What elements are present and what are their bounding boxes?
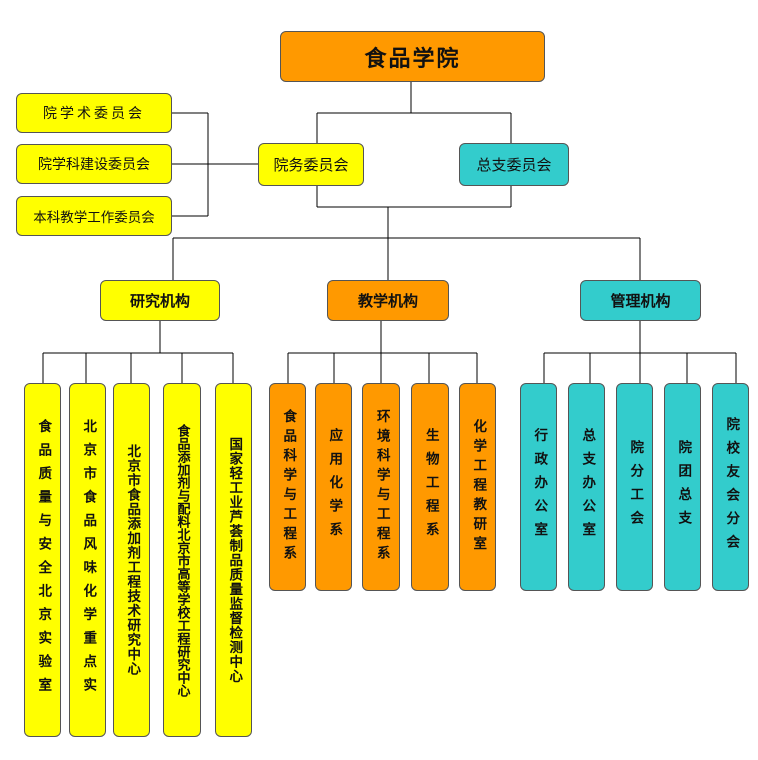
research-item: 食品质量与安全北京实验室 — [24, 383, 61, 737]
group-research: 研究机构 — [100, 280, 220, 321]
teaching-item: 生物工程系 — [411, 383, 449, 591]
committee-academic: 院学术委员会 — [16, 93, 172, 133]
party-node: 总支委员会 — [459, 143, 569, 186]
research-item: 北京市食品添加剂工程技术研究中心 — [113, 383, 150, 737]
root-node: 食品学院 — [280, 31, 545, 82]
admin-item: 院团总支 — [664, 383, 701, 591]
group-admin: 管理机构 — [580, 280, 701, 321]
teaching-item: 应用化学系 — [315, 383, 352, 591]
committee-discipline: 院学科建设委员会 — [16, 144, 172, 184]
admin-item: 行政办公室 — [520, 383, 557, 591]
research-item: 北京市食品风味化学重点实 — [69, 383, 106, 737]
council-node: 院务委员会 — [258, 143, 364, 186]
admin-item: 院分工会 — [616, 383, 653, 591]
research-item: 食品添加剂与配料北京市高等学校工程研究中心 — [163, 383, 201, 737]
teaching-item: 食品科学与工程系 — [269, 383, 306, 591]
teaching-item: 化学工程教研室 — [459, 383, 496, 591]
admin-item: 院校友会分会 — [712, 383, 749, 591]
group-teaching: 教学机构 — [327, 280, 449, 321]
committee-teaching: 本科教学工作委员会 — [16, 196, 172, 236]
research-item: 国家轻工业芦荟制品质量监督检测中心 — [215, 383, 252, 737]
teaching-item: 环境科学与工程系 — [362, 383, 400, 591]
admin-item: 总支办公室 — [568, 383, 605, 591]
